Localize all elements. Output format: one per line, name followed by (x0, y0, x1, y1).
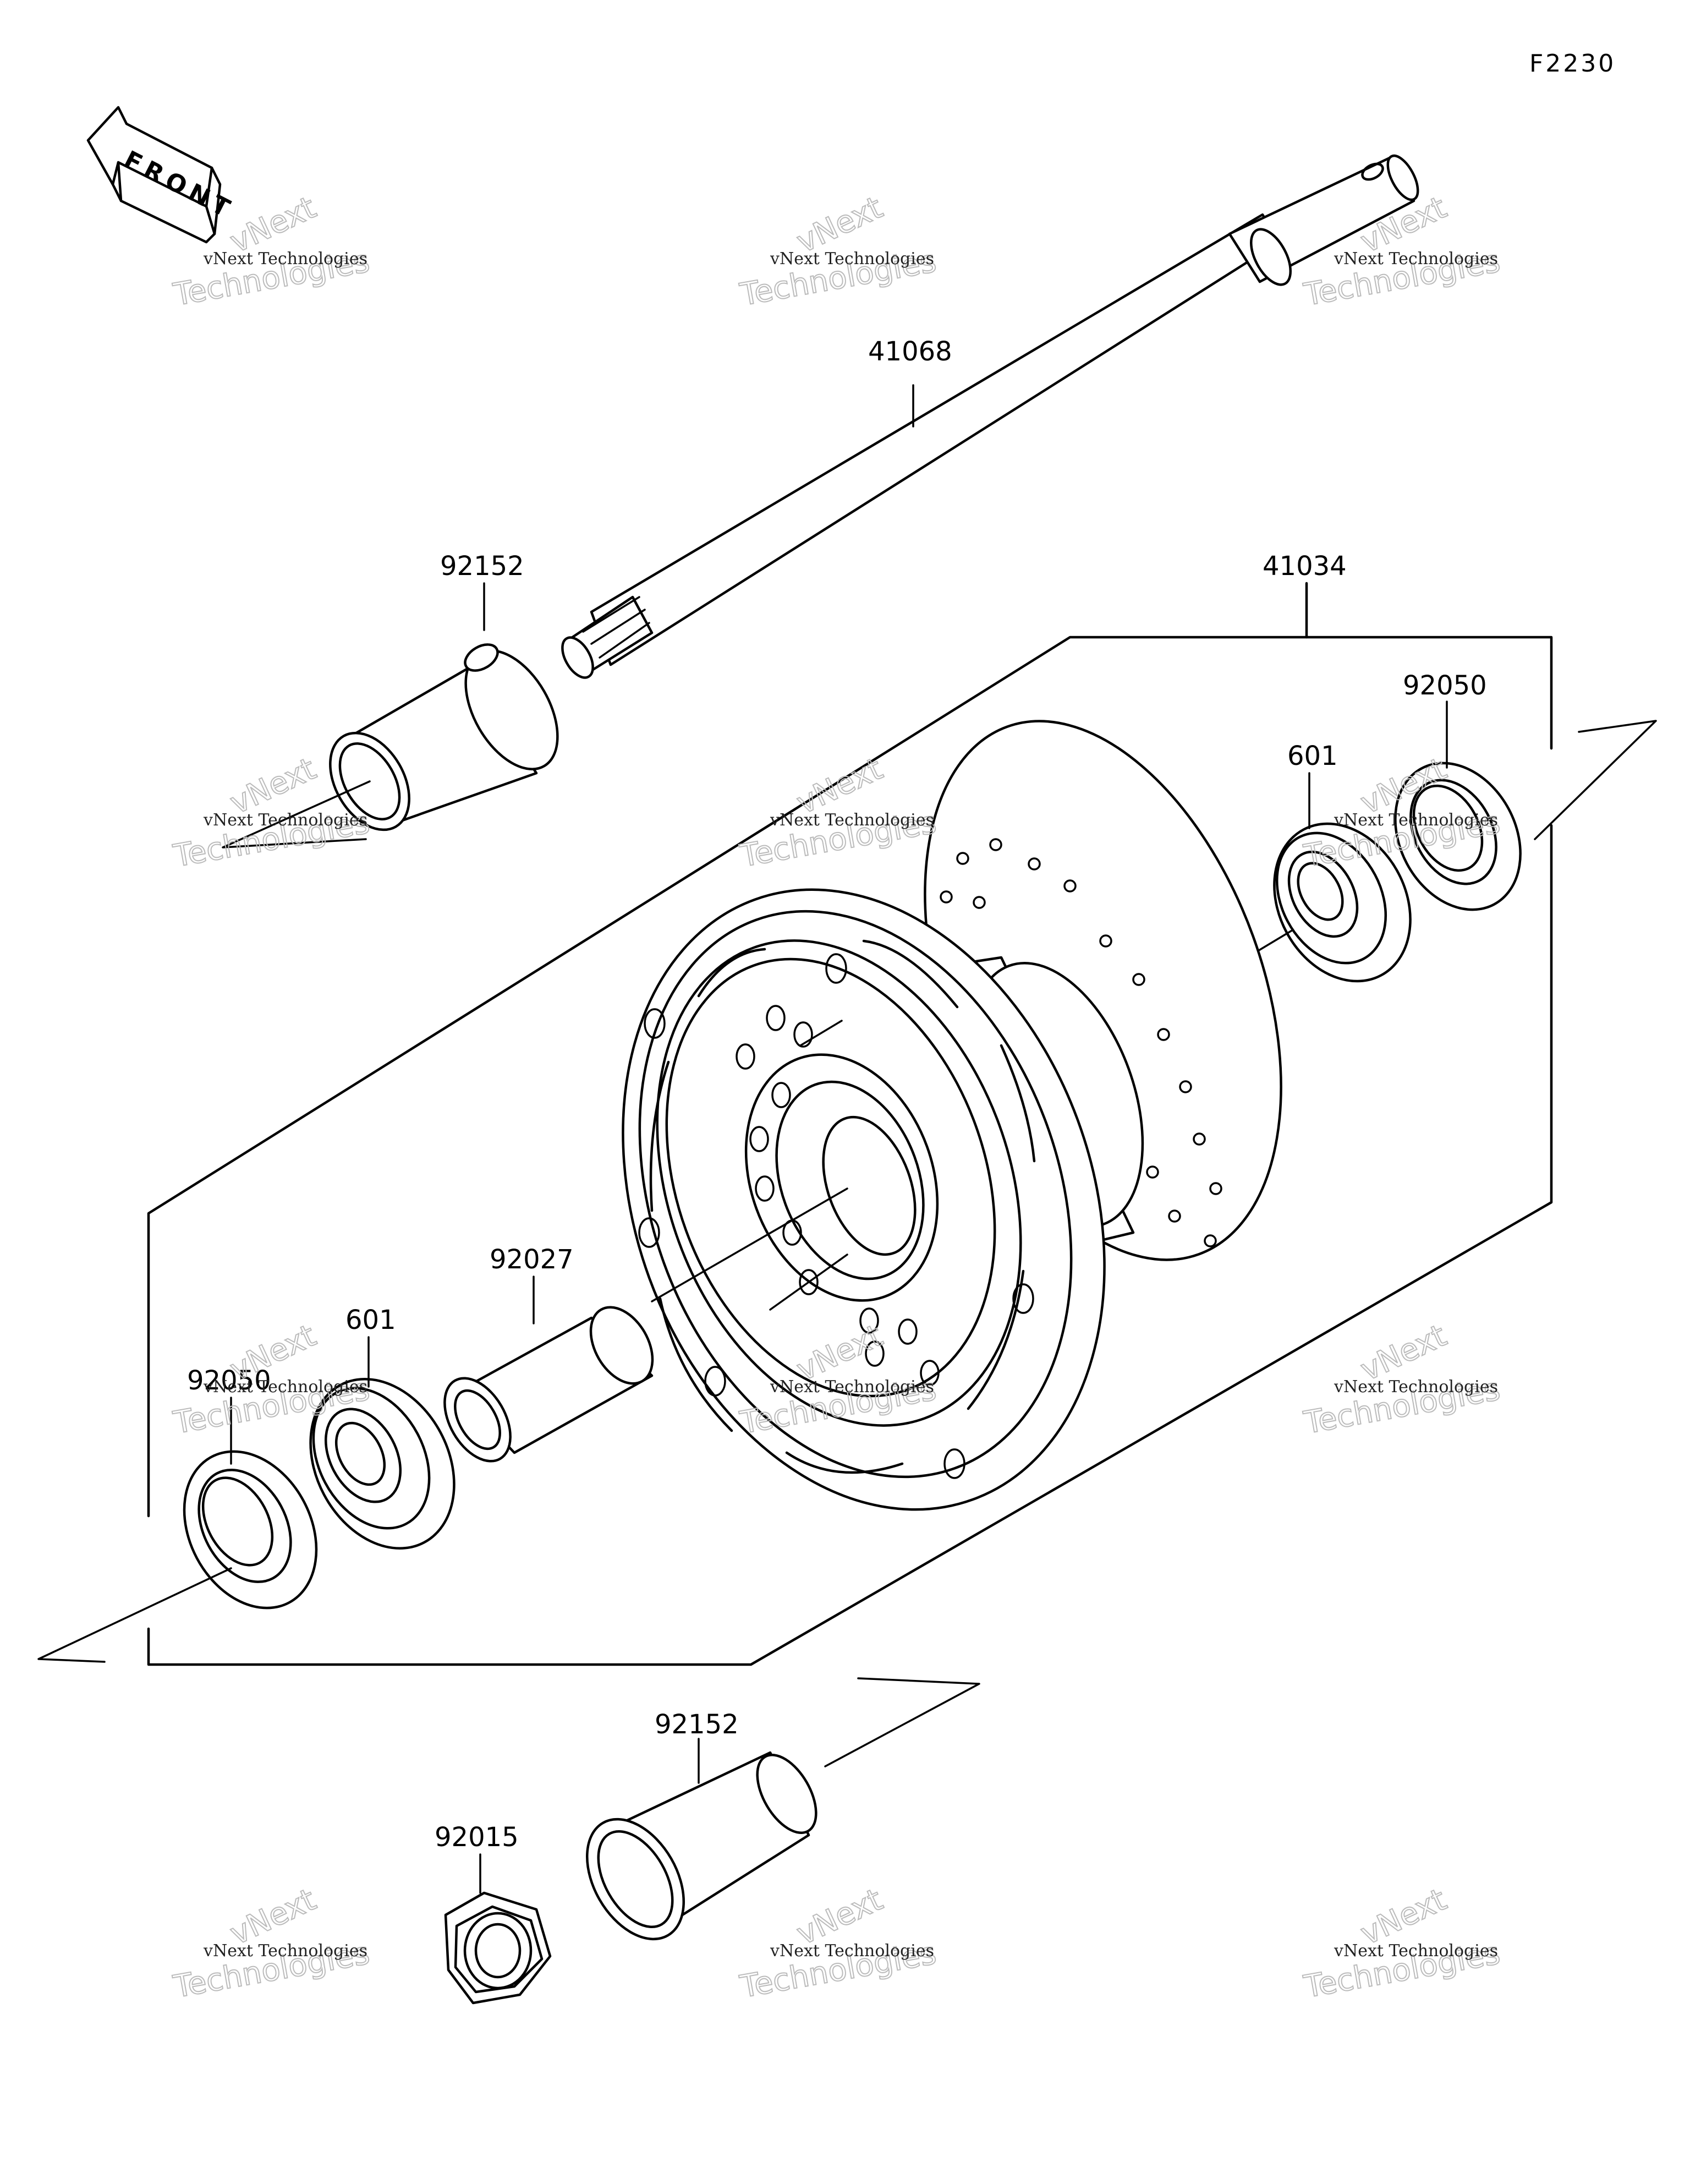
part-number-label: 601 (1287, 741, 1338, 771)
watermark: vNext Technologies vNext Technologies (737, 189, 940, 314)
part-number-label: 92027 (490, 1244, 574, 1275)
hub-assembly-box (147, 582, 1553, 1666)
part-number-label: 92050 (187, 1365, 271, 1396)
part-number-label: 92152 (440, 551, 524, 582)
bearing-right-601 (1237, 772, 1412, 983)
axle-41068 (561, 154, 1419, 679)
bearing-left-601 (309, 1336, 456, 1550)
watermark: vNext Technologies vNext Technologies (170, 1881, 373, 2006)
svg-text:vNext Technologies: vNext Technologies (770, 1941, 934, 1961)
spacer-92027 (443, 1187, 848, 1463)
svg-text:vNext Technologies: vNext Technologies (770, 811, 934, 830)
oil-seal-right-92050 (1394, 700, 1657, 911)
hub-41034 (622, 720, 1282, 1511)
watermark: vNext Technologies vNext Technologies (737, 1881, 940, 2006)
part-number-label: 92015 (435, 1822, 519, 1853)
svg-text:vNext Technologies: vNext Technologies (203, 811, 367, 830)
watermark: vNext Technologies vNext Technologies (1301, 1317, 1504, 1442)
part-number-label: 92152 (655, 1709, 739, 1740)
front-arrow-icon: FRONT (86, 106, 239, 244)
svg-text:vNext Technologies: vNext Technologies (1334, 811, 1498, 830)
oil-seal-left-92050 (37, 1397, 318, 1663)
svg-text:vNext Technologies: vNext Technologies (1334, 1377, 1498, 1397)
svg-text:vNext Technologies: vNext Technologies (203, 249, 367, 269)
svg-text:vNext Technologies: vNext Technologies (203, 1377, 367, 1397)
figure-code: F2230 (1529, 50, 1616, 78)
part-number-label: 601 (345, 1305, 396, 1335)
axle-nut-92015 (444, 1853, 552, 2005)
svg-text:vNext Technologies: vNext Technologies (203, 1941, 367, 1961)
svg-text:vNext Technologies: vNext Technologies (770, 1377, 934, 1397)
svg-text:vNext Technologies: vNext Technologies (770, 249, 934, 269)
collar-lower-92152 (586, 1677, 980, 1941)
part-number-label: 41068 (868, 336, 952, 367)
watermark: vNext Technologies vNext Technologies (1301, 1881, 1504, 2006)
part-number-label: 92050 (1403, 670, 1487, 701)
part-number-label: 41034 (1263, 551, 1347, 582)
svg-text:vNext Technologies: vNext Technologies (1334, 249, 1498, 269)
watermark: vNext Technologies vNext Technologies (737, 751, 940, 875)
svg-text:vNext Technologies: vNext Technologies (1334, 1941, 1498, 1961)
collar-upper-92152 (222, 582, 559, 849)
